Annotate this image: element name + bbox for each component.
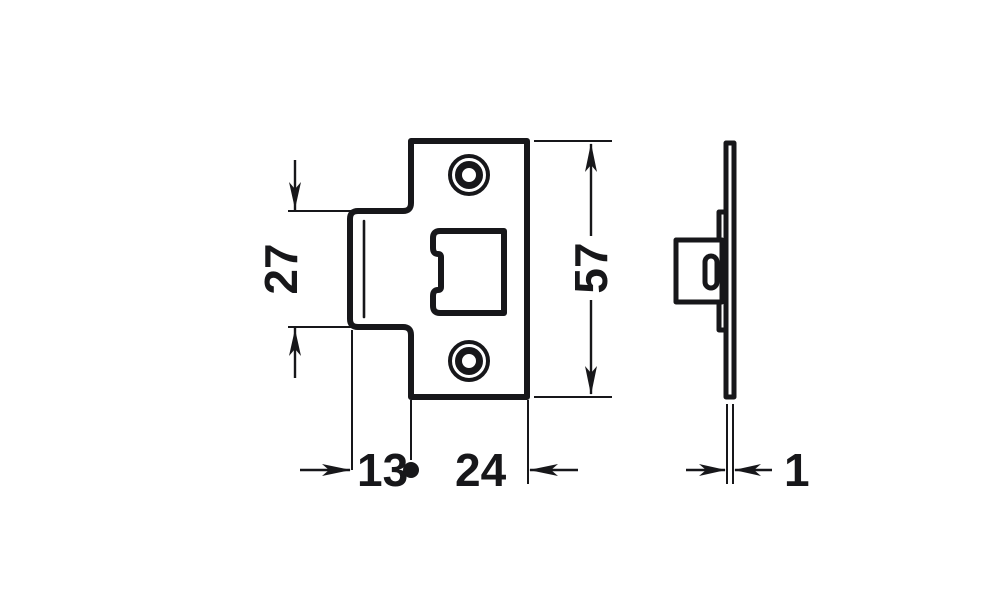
side-slot [702,253,720,291]
dimension-1-arrow-left [699,464,726,476]
dimension-27: 27 [255,160,358,378]
dimension-1-arrow-right [734,464,761,476]
dimension-57-arrow-bottom [585,366,597,395]
dimension-27-arrow-bottom [289,329,301,356]
latch-cutout [430,228,507,316]
dimension-57-value: 57 [565,242,617,293]
dimension-24: 24 [455,400,578,496]
front-view [347,138,530,400]
side-view [673,140,737,484]
dimension-13-arrow [322,464,351,476]
dimension-57: 57 [534,140,617,398]
screw-hole-bottom [448,340,490,382]
dimension-57-arrow-top [585,143,597,172]
dimension-1-value: 1 [784,444,810,496]
dimension-13-value: 13 [357,444,408,496]
dimension-13: 13 [300,330,419,496]
dimension-1: 1 [686,444,810,496]
dimension-24-arrow [529,464,558,476]
dimension-27-arrow-top [289,182,301,209]
screw-hole-top [448,154,490,196]
dimension-13-origin-dot [403,462,419,478]
dimension-27-value: 27 [255,243,307,294]
dimension-24-value: 24 [455,444,507,496]
